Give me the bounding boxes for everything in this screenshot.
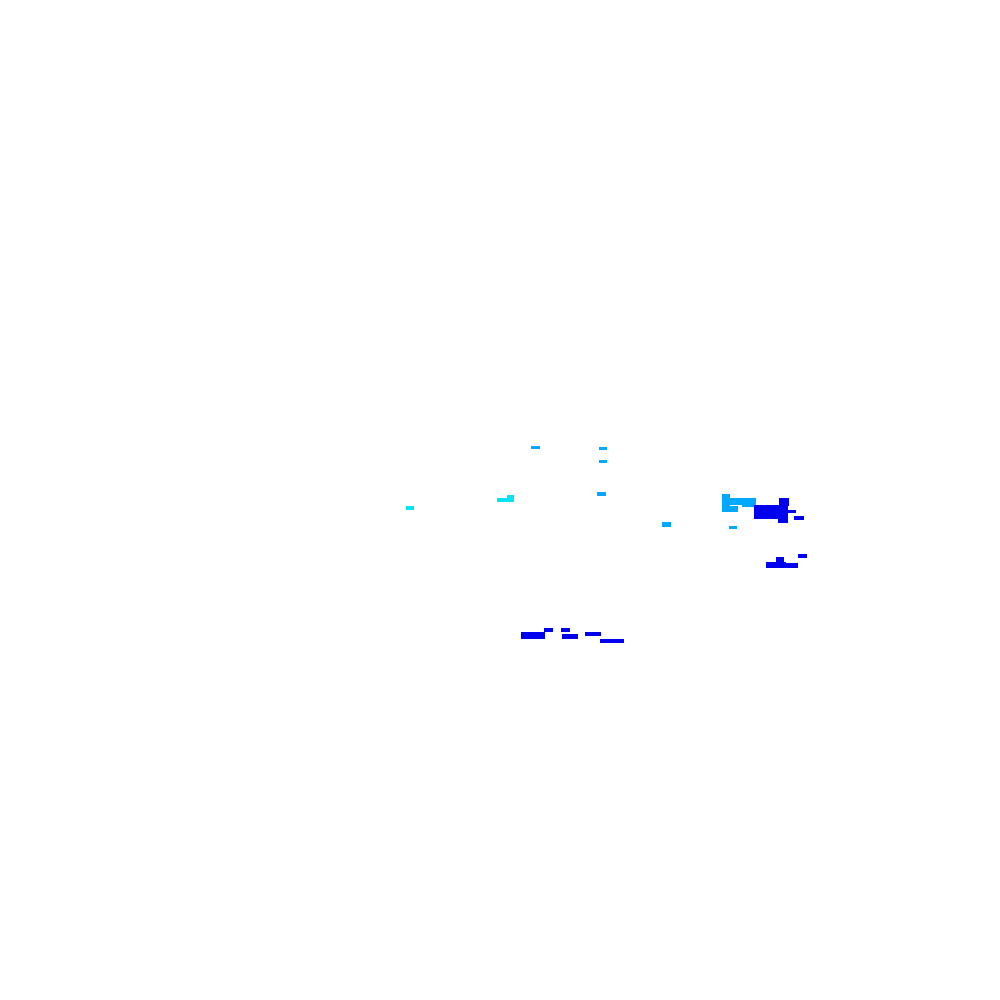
color-speck (779, 498, 789, 506)
color-speck (754, 505, 788, 519)
color-speck (778, 518, 788, 523)
color-speck (599, 460, 607, 463)
color-speck (600, 639, 624, 643)
color-speck (562, 634, 578, 639)
color-speck (597, 492, 606, 496)
color-speck (531, 446, 540, 449)
color-speck (585, 632, 601, 636)
color-speck (766, 562, 786, 568)
color-speck (786, 563, 798, 568)
color-speck (726, 498, 756, 505)
color-speck (561, 628, 570, 632)
color-speck (406, 506, 414, 510)
color-speck (742, 501, 754, 507)
color-speck (507, 495, 514, 499)
color-speck (729, 526, 737, 529)
color-speck (776, 557, 784, 563)
color-speck (521, 632, 545, 639)
color-speck (497, 498, 514, 502)
color-speck (662, 522, 671, 527)
color-speck (798, 554, 807, 558)
color-speck (544, 628, 553, 632)
color-speck (599, 447, 607, 450)
color-speck (794, 516, 804, 520)
color-speck (786, 510, 796, 513)
color-speck (722, 506, 738, 512)
